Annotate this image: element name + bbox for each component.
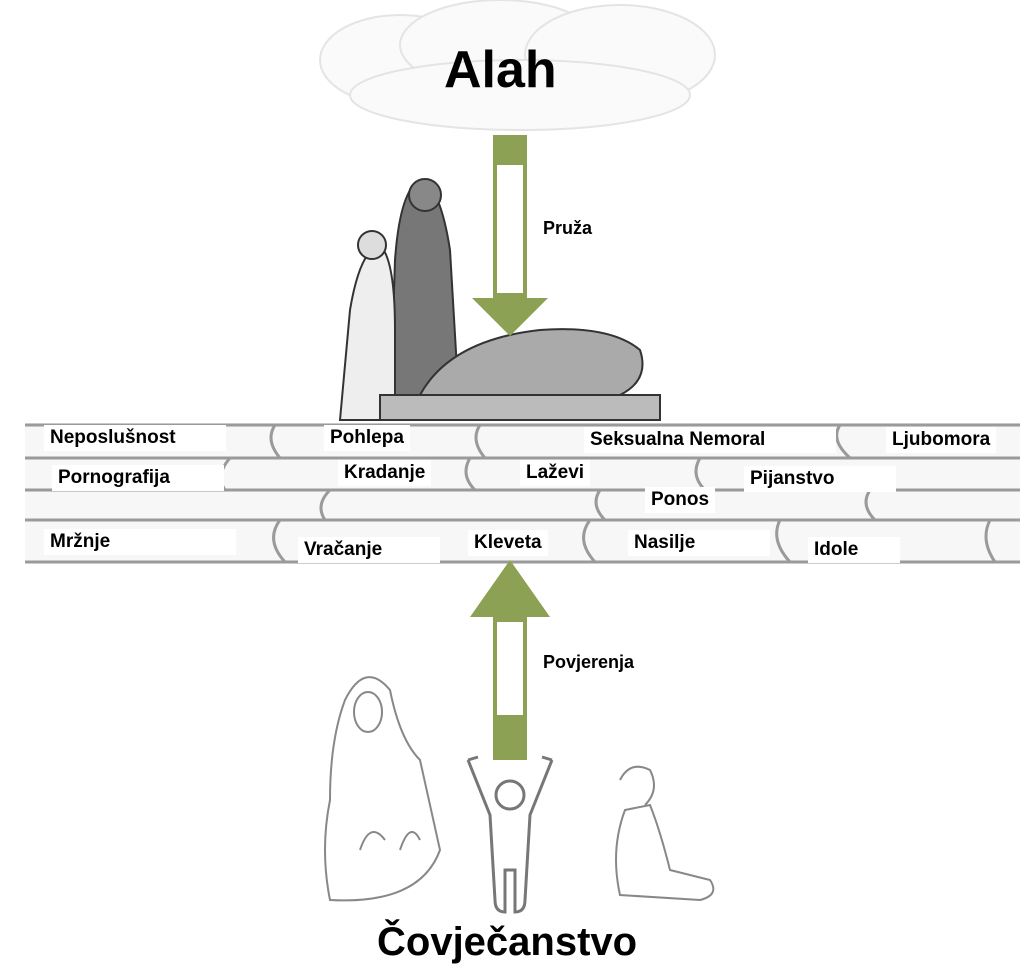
down-arrow-label: Pruža	[543, 218, 593, 238]
sin-label: Seksualna Nemoral	[584, 427, 836, 453]
sin-label: Neposlušnost	[44, 425, 226, 451]
sin-label: Kleveta	[468, 530, 548, 556]
sin-label: Laževi	[520, 460, 591, 486]
sin-label: Ljubomora	[886, 427, 997, 453]
sin-label: Ponos	[645, 487, 716, 513]
sin-label: Nasilje	[628, 530, 770, 556]
sin-label: Idole	[808, 537, 900, 563]
praying-woman-icon	[324, 676, 442, 902]
sin-label: Vračanje	[298, 537, 440, 563]
sin-label: Pornografija	[52, 465, 224, 491]
sacrifice-illustration	[338, 178, 661, 421]
kneeling-man-icon	[615, 765, 715, 902]
down-arrow	[472, 135, 548, 336]
sin-label: Pohlepa	[324, 425, 410, 451]
sin-label: Mržnje	[44, 529, 236, 555]
god-label: Alah	[444, 41, 557, 99]
humanity-label: Čovječanstvo	[377, 920, 638, 964]
cloud-icon	[319, 0, 716, 131]
sin-label: Kradanje	[338, 460, 432, 486]
person-raised-arms-icon	[466, 755, 554, 914]
up-arrow	[470, 560, 550, 760]
sin-label: Pijanstvo	[744, 466, 896, 492]
up-arrow-label: Povjerenja	[543, 652, 635, 672]
